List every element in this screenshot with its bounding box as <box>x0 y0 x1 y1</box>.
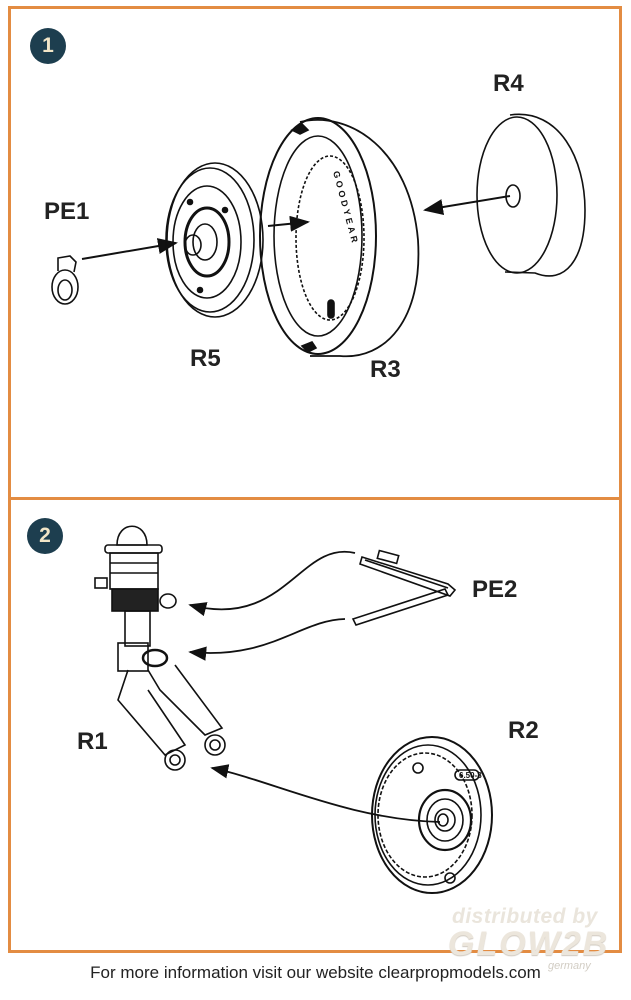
label-r2: R2 <box>508 717 539 744</box>
r4-part-drawing <box>476 113 586 277</box>
label-r3: R3 <box>370 356 401 383</box>
watermark-brand: GLOW2B <box>448 925 610 963</box>
step-badge-2: 2 <box>27 518 63 554</box>
arrow-pe2-lower <box>188 618 346 661</box>
pe1-part-drawing <box>51 255 79 305</box>
step-1-panel <box>8 6 622 500</box>
label-r5: R5 <box>190 345 221 372</box>
hub-marking: 6.50-8 <box>459 771 482 780</box>
label-r1: R1 <box>77 728 108 755</box>
footer-text: For more information visit our website <box>90 963 379 982</box>
arrow-pe2-upper <box>188 550 356 617</box>
arrow-r4-to-r3 <box>423 195 511 215</box>
r3-part-drawing <box>259 117 420 358</box>
pe2-part-drawing <box>351 549 457 626</box>
r2-part-drawing <box>371 736 493 894</box>
tire-lettering: GOODYEAR <box>331 170 360 246</box>
arrow-pe1-to-r5 <box>81 238 178 260</box>
r1-part-drawing <box>94 525 226 771</box>
label-pe2: PE2 <box>472 576 518 603</box>
watermark-country: germany <box>548 960 591 972</box>
step-badge-1: 1 <box>30 28 66 64</box>
label-pe1: PE1 <box>44 198 90 225</box>
arrow-r5-to-r3 <box>267 215 310 232</box>
footer: For more information visit our website c… <box>0 963 631 983</box>
label-r4: R4 <box>493 70 524 97</box>
watermark-distributed-by: distributed by <box>452 905 598 928</box>
r5-part-drawing <box>165 162 264 318</box>
footer-website-link[interactable]: clearpropmodels.com <box>378 963 541 982</box>
arrow-r2-to-r1 <box>210 764 441 823</box>
